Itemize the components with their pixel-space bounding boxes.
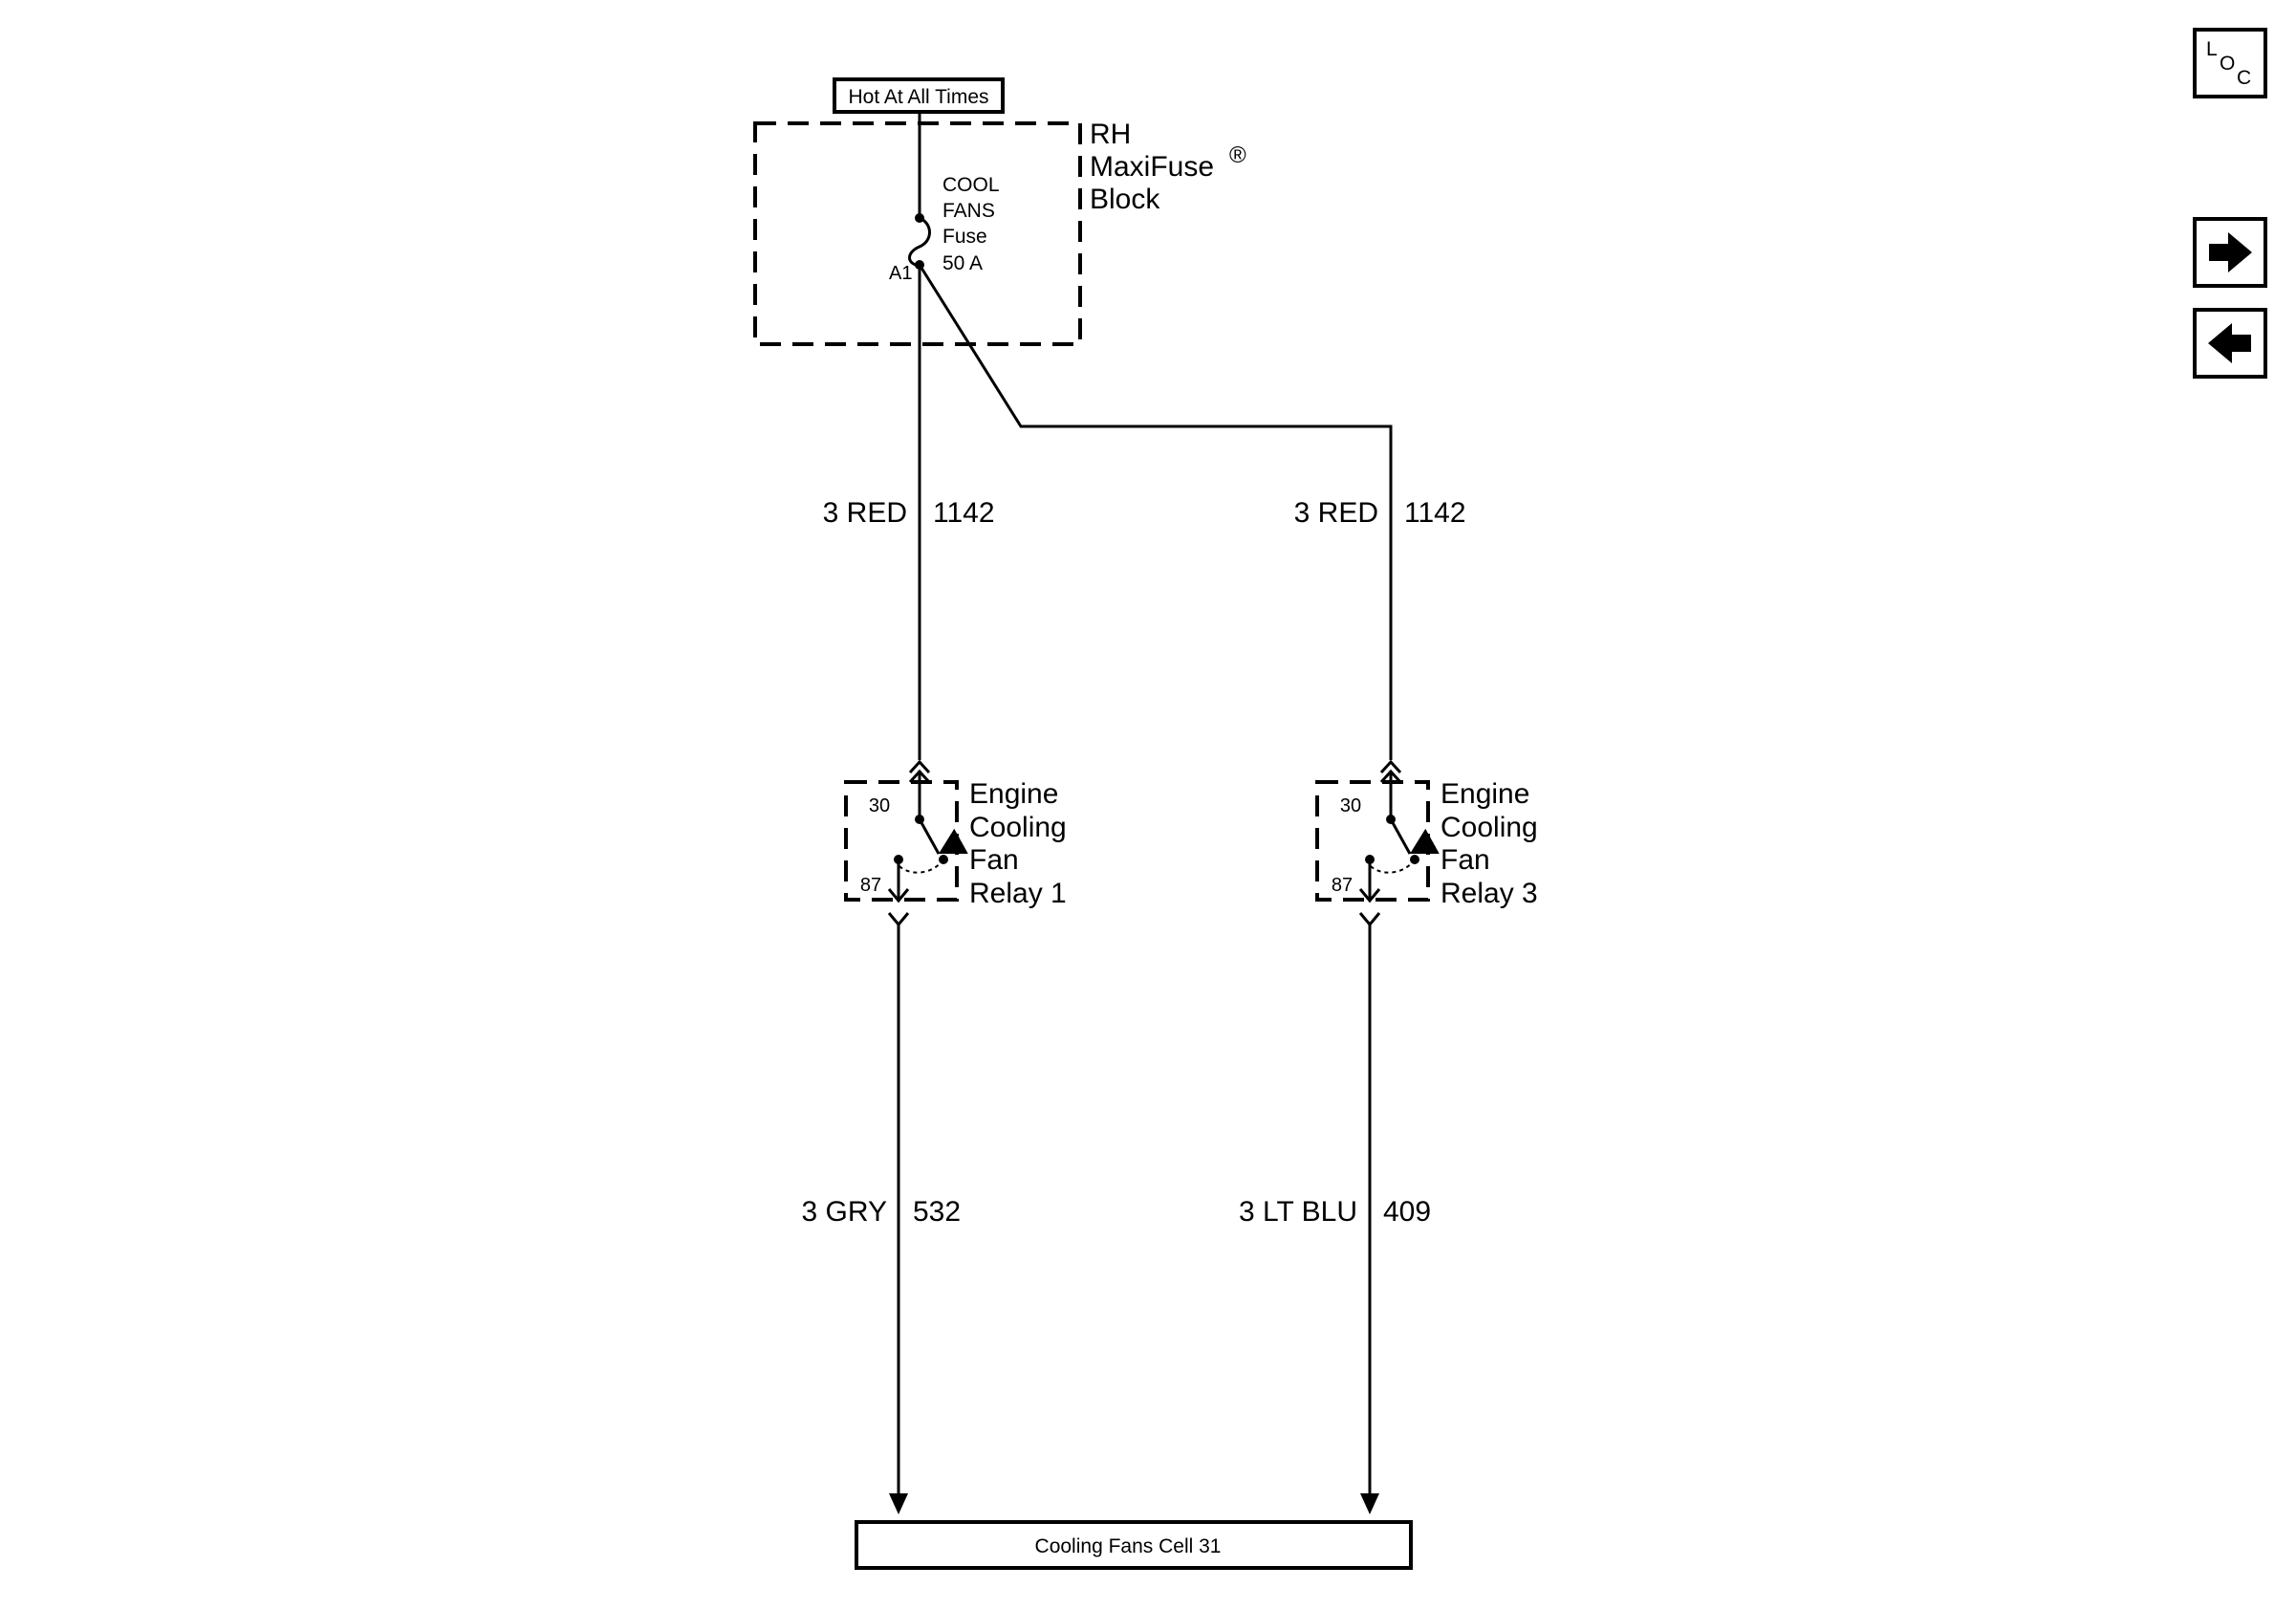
relay-3-label-line2: Cooling [1440, 812, 1538, 843]
fuse-block-name-line3: Block [1090, 184, 1160, 215]
back-button[interactable] [2193, 308, 2267, 379]
fuse-block: RH MaxiFuse ® Block COOL FANS Fuse 50 A … [753, 112, 1246, 346]
wire-right-upper: 3 RED 1142 [918, 264, 1466, 760]
loc-letter-l: L [2206, 38, 2218, 60]
relay-3-label-line4: Relay 3 [1440, 878, 1538, 909]
wire-left-lower-circuit: 532 [913, 1196, 961, 1228]
loc-letter-c: C [2237, 67, 2251, 89]
wire-right-upper-gauge-color: 3 RED [1294, 497, 1378, 529]
relay-1-label-line3: Fan [969, 844, 1019, 876]
wire-right-lower-circuit: 409 [1383, 1196, 1431, 1228]
fuse-terminal-label: A1 [889, 263, 912, 284]
relay-1: 30 87 Engine Cooling Fan Relay 1 [844, 759, 1067, 927]
wire-left-upper-gauge-color: 3 RED [823, 497, 907, 529]
wire-right-upper-circuit: 1142 [1404, 497, 1466, 529]
fuse-symbol [908, 112, 931, 270]
fuse-block-name-line2: MaxiFuse [1090, 151, 1214, 183]
relay-1-label-line4: Relay 1 [969, 878, 1067, 909]
fuse-label-line4: 50 A [942, 252, 983, 274]
arrow-left-icon [2208, 323, 2251, 363]
wire-right-lower: 3 LT BLU 409 [1239, 925, 1431, 1514]
relay-1-pin-out: 87 [860, 875, 881, 896]
relay-3-label-line1: Engine [1440, 778, 1529, 810]
relay-1-pin-in: 30 [869, 795, 890, 816]
wire-left-lower-gauge-color: 3 GRY [802, 1196, 888, 1228]
wire-left-upper-circuit: 1142 [933, 497, 995, 529]
power-source-label: Hot At All Times [848, 86, 988, 108]
fuse-label-line3: Fuse [942, 226, 987, 248]
fuse-label-line1: COOL [942, 174, 1000, 196]
forward-button[interactable] [2193, 217, 2267, 288]
loc-letter-o: O [2220, 53, 2235, 75]
arrow-right-icon [2209, 232, 2252, 272]
fuse-label-line2: FANS [942, 200, 995, 222]
wire-right-lower-gauge-color: 3 LT BLU [1239, 1196, 1357, 1228]
destination-label: Cooling Fans Cell 31 [1035, 1535, 1222, 1557]
loc-button[interactable]: L O C [2193, 28, 2267, 98]
relay-3-pin-out: 87 [1332, 875, 1353, 896]
wire-left-lower: 3 GRY 532 [802, 925, 961, 1514]
relay-1-label-line2: Cooling [969, 812, 1067, 843]
fuse-block-name-line1: RH [1090, 119, 1131, 150]
destination-cell-link[interactable]: Cooling Fans Cell 31 [855, 1520, 1413, 1570]
power-source: Hot At All Times [833, 77, 1005, 114]
registered-mark: ® [1229, 142, 1246, 168]
wire-left-upper: 3 RED 1142 [823, 265, 995, 760]
relay-1-label-line1: Engine [969, 778, 1058, 810]
relay-3: 30 87 Engine Cooling Fan Relay 3 [1315, 759, 1538, 927]
relay-3-pin-in: 30 [1340, 795, 1361, 816]
relay-3-label-line3: Fan [1440, 844, 1490, 876]
